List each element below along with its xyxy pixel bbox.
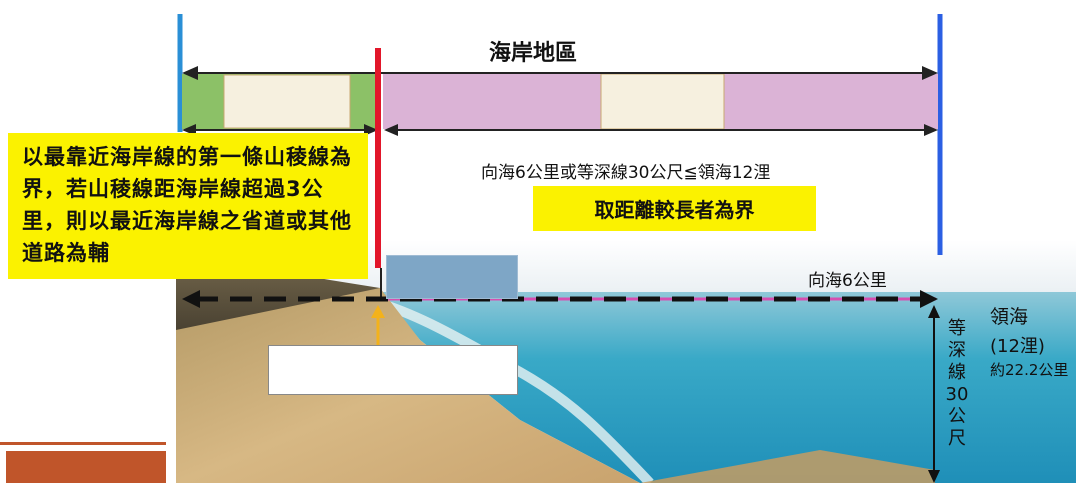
sea-arrow-head-right (924, 124, 938, 136)
land-band-inner (223, 74, 351, 129)
six-km-label: 向海6公里 (808, 271, 887, 291)
blue-label-box (386, 255, 518, 299)
isobath-arrow-head-bottom (928, 470, 940, 483)
isobath-label: 等深線30公尺 (945, 318, 969, 449)
sea-arrow-head-left (384, 124, 398, 136)
territorial-sea-miles: (12浬) (990, 336, 1045, 357)
arrow-head-right (922, 66, 938, 80)
territorial-sea-label: 領海 (990, 306, 1029, 328)
coastal-area-title: 海岸地區 (489, 41, 578, 66)
coastline-up-arrow-head (371, 305, 385, 318)
sea-range-text: 向海6公里或等深線30公尺≦領海12浬 (481, 163, 771, 183)
dashed-arrow-head-left (182, 290, 200, 308)
sea (380, 292, 1076, 483)
isobath-arrow-head-top (928, 305, 940, 318)
seabed (640, 450, 935, 483)
sea-band-inner (600, 73, 725, 130)
longer-highlight-box: 取距離較長者為界 (533, 186, 816, 231)
decorative-block (6, 451, 166, 483)
arrow-head-left (182, 66, 198, 80)
ridge-rule-text: 以最靠近海岸線的第一條山稜線為界，若山稜線距海岸線超過3公里，則以最近海岸線之省… (22, 145, 352, 265)
ridge-rule-box: 以最靠近海岸線的第一條山稜線為界，若山稜線距海岸線超過3公里，則以最近海岸線之省… (8, 133, 368, 279)
longer-text: 取距離較長者為界 (594, 198, 755, 222)
territorial-sea-km: 約22.2公里 (990, 361, 1069, 379)
sea-foam (383, 300, 654, 483)
dashed-arrow-head-right (920, 290, 938, 308)
decorative-line (0, 442, 166, 445)
blank-label-box (268, 345, 518, 395)
